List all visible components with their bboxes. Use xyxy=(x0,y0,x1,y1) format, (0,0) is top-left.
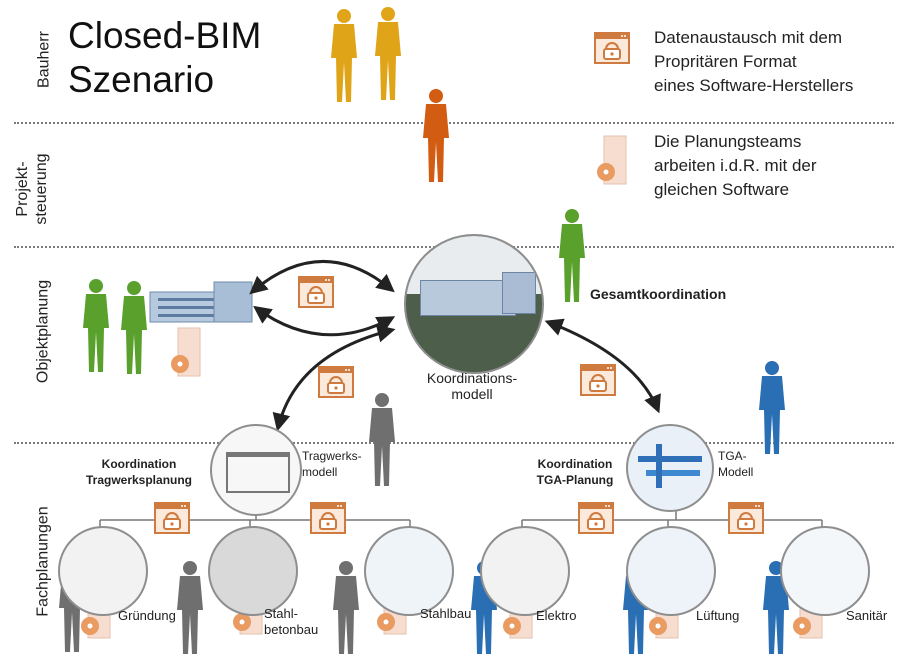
lock-icon xyxy=(728,502,764,534)
elektro-label: Elektro xyxy=(536,608,577,623)
gruendung-label: Gründung xyxy=(118,608,176,623)
elektro-circle xyxy=(480,526,570,616)
gesamtkoordination-label: Gesamtkoordination xyxy=(590,286,727,302)
koordinationsmodell-label: Koordinations-modell xyxy=(426,370,518,402)
sanitaer-label: Sanitär xyxy=(846,608,888,623)
lock-icon xyxy=(594,32,630,64)
stahlbetonbau-label: Stahl-betonbau xyxy=(264,606,319,637)
legend-teams-text: Die Planungsteams arbeiten i.d.R. mit de… xyxy=(654,132,817,199)
person-icon xyxy=(423,89,449,182)
person-icon xyxy=(759,361,785,454)
person-icon xyxy=(83,279,109,372)
divider-3 xyxy=(14,442,894,444)
gruendung-circle xyxy=(58,526,148,616)
person-icon xyxy=(177,561,203,654)
lock-icon xyxy=(318,366,354,398)
lock-icon xyxy=(154,502,190,534)
stahlbetonbau-circle xyxy=(208,526,298,616)
lueftung-label: Lüftung xyxy=(696,608,740,623)
page-title: Closed-BIM Szenario xyxy=(68,15,262,100)
tga-modell-label: TGA-Modell xyxy=(718,449,754,479)
person-icon xyxy=(121,281,147,374)
lock-icon xyxy=(310,502,346,534)
stahlbau-circle xyxy=(364,526,454,616)
tga-modell-circle xyxy=(626,424,714,512)
person-icon xyxy=(375,7,401,100)
koordinationsmodell-circle xyxy=(404,234,544,374)
person-icon xyxy=(333,561,359,654)
divider-1 xyxy=(14,122,894,124)
person-icon xyxy=(331,9,357,102)
person-icon xyxy=(559,209,585,302)
software-box-icon xyxy=(170,327,201,377)
bauherr-persons xyxy=(331,7,401,102)
stahlbau-label: Stahlbau xyxy=(420,606,472,621)
lock-icon xyxy=(298,276,334,308)
sanitaer-circle xyxy=(780,526,870,616)
software-box-icon xyxy=(596,135,627,185)
tragwerksmodell-label: Tragwerks-modell xyxy=(302,449,362,479)
person-icon xyxy=(369,393,395,486)
tragwerksmodell-circle xyxy=(210,424,302,516)
building-model-icon xyxy=(149,281,253,323)
legend-exchange-text: Datenaustausch mit dem Propritären Forma… xyxy=(654,28,854,95)
lock-icon xyxy=(580,364,616,396)
lock-icon xyxy=(578,502,614,534)
lueftung-circle xyxy=(626,526,716,616)
